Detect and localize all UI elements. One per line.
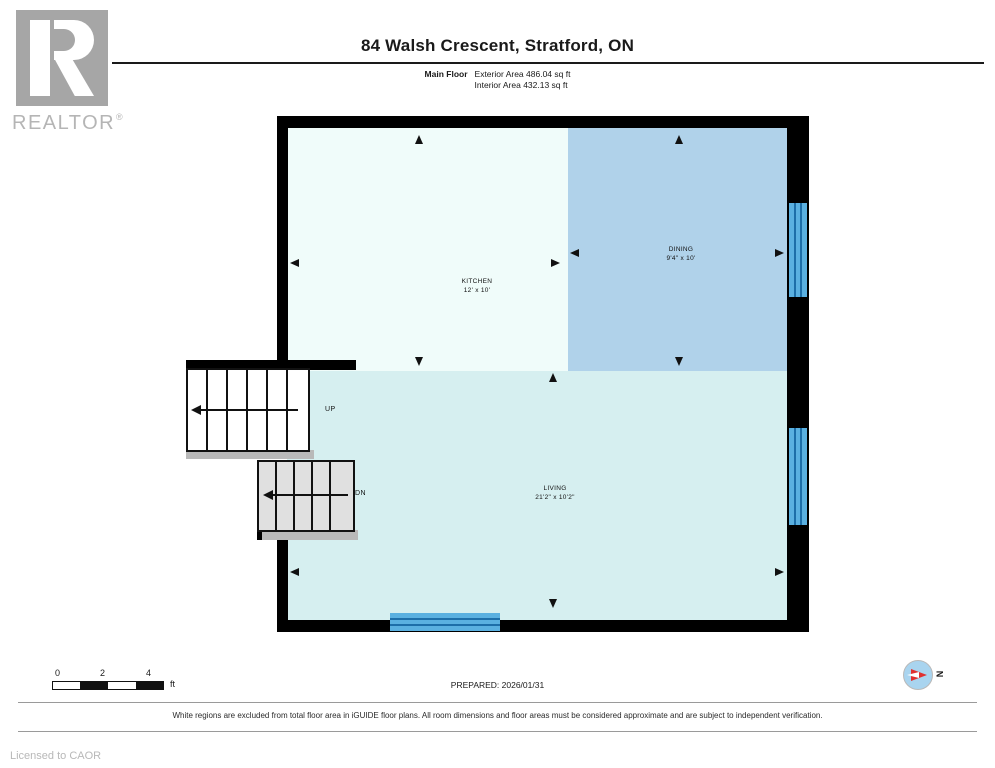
wall-left-upper	[277, 116, 288, 366]
realtor-logo-icon	[16, 10, 108, 106]
stair-up-run-line	[196, 409, 298, 411]
footer-divider-top	[18, 702, 977, 703]
dimension-arrow-right-icon	[775, 568, 784, 576]
stair-up-shadow	[186, 450, 314, 459]
stair-up-label: UP	[325, 406, 336, 413]
compass-rose: N	[903, 660, 961, 694]
exterior-area: Exterior Area 486.04 sq ft	[474, 69, 571, 79]
realtor-logo: REALTOR ®	[8, 8, 123, 134]
stair-tread	[329, 462, 331, 530]
window-right-lower	[789, 428, 807, 525]
window-right-upper	[789, 203, 807, 297]
realtor-wordmark: REALTOR	[12, 112, 116, 134]
wall-right	[787, 116, 809, 620]
room-name-living: LIVING	[543, 485, 567, 492]
scale-tick-2: 2	[100, 668, 106, 678]
logo-r-bowl-hole	[54, 29, 75, 51]
stair-dn[interactable]	[257, 460, 355, 532]
scale-bar-body	[52, 681, 164, 690]
room-kitchen	[287, 128, 568, 371]
room-name-dining: DINING	[668, 246, 694, 253]
wall-stair-top	[186, 360, 356, 370]
room-dimensions-kitchen: 12' x 10'	[463, 286, 491, 294]
room-name-kitchen: KITCHEN	[461, 278, 493, 285]
room-label-dining: DINING 9'4" x 10'	[626, 246, 736, 263]
room-living	[287, 371, 787, 620]
compass-needle-tail-icon	[907, 672, 919, 678]
room-dimensions-dining: 9'4" x 10'	[666, 254, 696, 262]
dimension-arrow-left-icon	[290, 259, 299, 267]
room-dimensions-living: 21'2" x 10'2"	[535, 493, 575, 501]
dimension-arrow-left-icon	[290, 568, 299, 576]
stair-dn-direction-arrow-left-icon	[263, 490, 273, 500]
dimension-arrow-down-icon	[415, 357, 423, 366]
wall-bottom	[277, 620, 809, 632]
wall-top	[277, 116, 809, 128]
floor-label: Main Floor	[424, 69, 468, 79]
stair-tread	[275, 462, 277, 530]
stair-tread	[311, 462, 313, 530]
license-text: Licensed to CAOR	[10, 750, 102, 762]
scale-tick-4: 4	[146, 668, 152, 678]
stair-tread	[293, 462, 295, 530]
scale-tick-0: 0	[55, 668, 61, 678]
dimension-arrow-right-icon	[551, 259, 560, 267]
logo-r-stem	[30, 20, 50, 96]
compass-needle-icon	[911, 669, 927, 681]
dimension-arrow-left-icon	[570, 249, 579, 257]
footer-divider-bottom	[18, 731, 977, 732]
dimension-arrow-up-icon	[675, 135, 683, 144]
interior-area: Interior Area 432.13 sq ft	[474, 79, 568, 90]
scale-tick-labels: 0 2 4	[52, 668, 164, 680]
dimension-arrow-up-icon	[415, 135, 423, 144]
header-divider	[112, 62, 984, 64]
dimension-arrow-right-icon	[775, 249, 784, 257]
scale-segment	[80, 682, 108, 689]
page-title: 84 Walsh Crescent, Stratford, ON	[360, 36, 635, 55]
disclaimer-text: White regions are excluded from total fl…	[172, 711, 823, 720]
compass-north-label: N	[934, 670, 945, 678]
stair-dn-label: DN	[355, 490, 366, 497]
room-label-kitchen: KITCHEN 12' x 10'	[422, 278, 532, 295]
scale-segment	[136, 682, 164, 689]
dimension-arrow-down-icon	[675, 357, 683, 366]
stair-dn-run-line	[268, 494, 348, 496]
scale-unit-label: ft	[170, 679, 176, 689]
prepared-date: PREPARED: 2026/01/31	[450, 680, 545, 690]
dimension-arrow-up-icon	[549, 373, 557, 382]
scale-bar: 0 2 4 ft	[52, 668, 175, 690]
room-dining	[568, 128, 787, 371]
room-label-living: LIVING 21'2" x 10'2"	[500, 485, 610, 502]
stair-up-direction-arrow-left-icon	[191, 405, 201, 415]
dimension-arrow-down-icon	[549, 599, 557, 608]
window-bottom	[390, 613, 500, 631]
stair-dn-shadow	[262, 530, 358, 540]
wall-left-lower	[277, 522, 288, 632]
registered-trademark-icon: ®	[116, 112, 123, 122]
